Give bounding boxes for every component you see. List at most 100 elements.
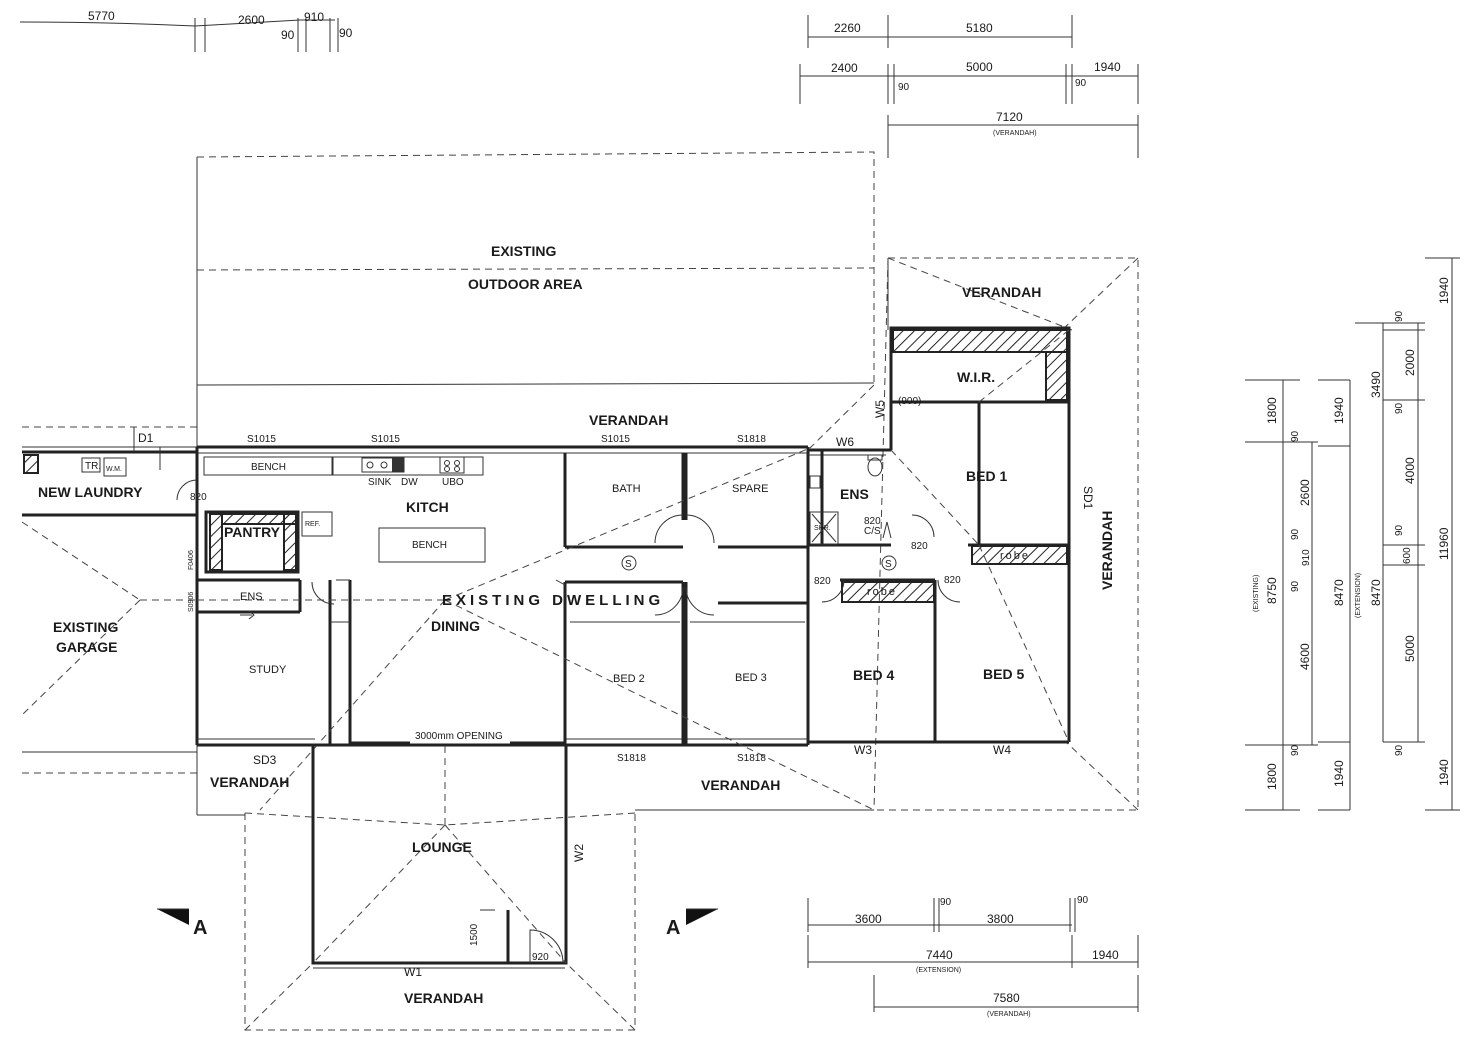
dwelling-walls: S S (195, 445, 897, 747)
dim-extension-note: (EXTENSION) (916, 967, 961, 974)
dim-2600-right: 2600 (1298, 479, 1312, 506)
door-820-bed4: 820 (814, 576, 831, 587)
room-bath-label: BATH (612, 483, 641, 495)
extension-walls (808, 326, 1071, 744)
fixture-bench-left: BENCH (251, 462, 286, 473)
dim-1940-c-top: 1940 (1332, 397, 1346, 424)
opening-s1818-top: S1818 (737, 434, 766, 445)
fixture-ubo-label: UBO (442, 477, 464, 488)
room-study-label: STUDY (249, 664, 287, 676)
room-ens-ext-label: ENS (840, 486, 869, 502)
dim-8470-c: 8470 (1332, 579, 1346, 606)
dim-5180: 5180 (966, 21, 993, 35)
dim-90-l: 90 (1394, 744, 1405, 756)
dim-2400: 2400 (831, 61, 858, 75)
dim-90-h: 90 (1290, 528, 1301, 540)
dim-90-n: 90 (1394, 524, 1405, 536)
room-kitch-label: KITCH (406, 499, 449, 515)
opening-sd1: SD1 (1081, 486, 1095, 510)
fixture-shr-label: SHR. (814, 525, 831, 532)
dim-8750: 8750 (1265, 577, 1279, 604)
dim-90-d: 90 (1075, 78, 1087, 89)
dim-90-i: 90 (1290, 580, 1301, 592)
dim-90-f: 90 (1077, 895, 1089, 906)
height-1500: 1500 (469, 923, 480, 946)
verandah-lounge-label: VERANDAH (404, 990, 483, 1006)
dim-4000: 4000 (1403, 457, 1417, 484)
opening-sd3: SD3 (253, 753, 277, 767)
dim-600: 600 (1402, 547, 1413, 564)
room-wir-label: W.I.R. (957, 369, 995, 385)
verandah-top-label: VERANDAH (589, 412, 668, 428)
opening-s1015-3: S1015 (601, 434, 630, 445)
fixture-labels: BENCH BENCH SINK DW UBO REF. SHR. C/S 30… (251, 462, 881, 742)
opening-s0906: S0906 (188, 592, 195, 612)
dims-right: 1800 8750 (EXISTING) 1800 90 2600 90 910… (1245, 257, 1460, 811)
opening-w6: W6 (836, 435, 854, 449)
dim-90-c: 90 (898, 82, 910, 93)
fixture-wm-label: W.M. (106, 466, 122, 473)
room-outdoor-area-label: OUTDOOR AREA (468, 276, 583, 292)
room-dining-label: DINING (431, 618, 480, 634)
section-marker-left: A (157, 908, 207, 939)
room-bed-2-label: BED 2 (613, 673, 645, 685)
door-820-bed1: 820 (911, 541, 928, 552)
room-bed-3-label: BED 3 (735, 672, 767, 684)
fixture-sink-label: SINK (368, 477, 392, 488)
dim-1800-top: 1800 (1265, 397, 1279, 424)
door-820-ens: 820 (864, 516, 881, 527)
door-820-bed5: 820 (944, 575, 961, 586)
fixture-bench-island: BENCH (412, 540, 447, 551)
room-existing-dwelling-label: EXISTING DWELLING (442, 592, 664, 609)
smoke-detector-2: S (885, 559, 892, 570)
dims-top-left: 5770 2600 910 90 90 (19, 9, 353, 52)
dims-bottom: 3600 3800 90 90 7440 (EXTENSION) 1940 75… (807, 895, 1139, 1018)
room-existing-garage-label-2: GARAGE (56, 639, 117, 655)
dim-1940-f-top: 1940 (1437, 277, 1451, 304)
dim-90-k: 90 (1394, 310, 1405, 322)
opening-w5: W5 (873, 400, 887, 418)
opening-labels: S1015 S1015 S1015 S1818 S1818 S1818 W6 W… (188, 396, 1095, 979)
room-robe-bed1-label: robe (1000, 550, 1030, 562)
fixture-cs-label: C/S (864, 526, 881, 537)
section-a-left-label: A (193, 917, 207, 939)
door-900: (900) (898, 396, 921, 407)
room-bed-4-label: BED 4 (853, 667, 894, 683)
smoke-detector-1: S (625, 559, 632, 570)
verandah-right-label: VERANDAH (1099, 511, 1115, 590)
dim-5000: 5000 (966, 60, 993, 74)
dwelling-roof-lines (197, 447, 875, 811)
dim-90-b: 90 (339, 26, 353, 40)
section-a-right-label: A (666, 917, 680, 939)
opening-s1015-2: S1015 (371, 434, 400, 445)
fixture-ref-label: REF. (305, 521, 320, 528)
fixture-tr-label: TR. (85, 461, 101, 472)
room-ens-study-label: ENS (240, 591, 263, 603)
dim-3800: 3800 (987, 912, 1014, 926)
opening-w4: W4 (993, 743, 1011, 757)
dim-2000: 2000 (1403, 349, 1417, 376)
dim-4600: 4600 (1298, 643, 1312, 670)
room-spare-label: SPARE (732, 483, 768, 495)
laundry-garage: TR. W.M. D1 820 NEW LAUNDRY EXISTING GAR… (21, 426, 207, 774)
opening-w1: W1 (404, 965, 422, 979)
door-820-laundry: 820 (190, 492, 207, 503)
dim-2600: 2600 (238, 13, 265, 27)
dim-1800-bottom: 1800 (1265, 763, 1279, 790)
room-pantry-label: PANTRY (224, 524, 281, 540)
lounge-area (197, 743, 874, 1031)
dim-1940-bottom: 1940 (1092, 948, 1119, 962)
dim-verandah-note: (VERANDAH) (993, 130, 1037, 137)
dim-verandah-bottom-note: (VERANDAH) (987, 1011, 1031, 1018)
dim-11960: 11960 (1437, 527, 1451, 560)
opening-w3: W3 (854, 743, 872, 757)
room-new-laundry-label: NEW LAUNDRY (38, 484, 143, 500)
room-existing-garage-label-1: EXISTING (53, 619, 118, 635)
room-bed-5-label: BED 5 (983, 666, 1024, 682)
outdoor-area: EXISTING OUTDOOR AREA (196, 151, 875, 815)
opening-d1-label: D1 (138, 431, 154, 445)
dim-extension-right-note: (EXTENSION) (1355, 573, 1362, 618)
dim-90-e: 90 (940, 897, 952, 908)
dim-90-m: 90 (1394, 402, 1405, 414)
dim-1940: 1940 (1094, 60, 1121, 74)
